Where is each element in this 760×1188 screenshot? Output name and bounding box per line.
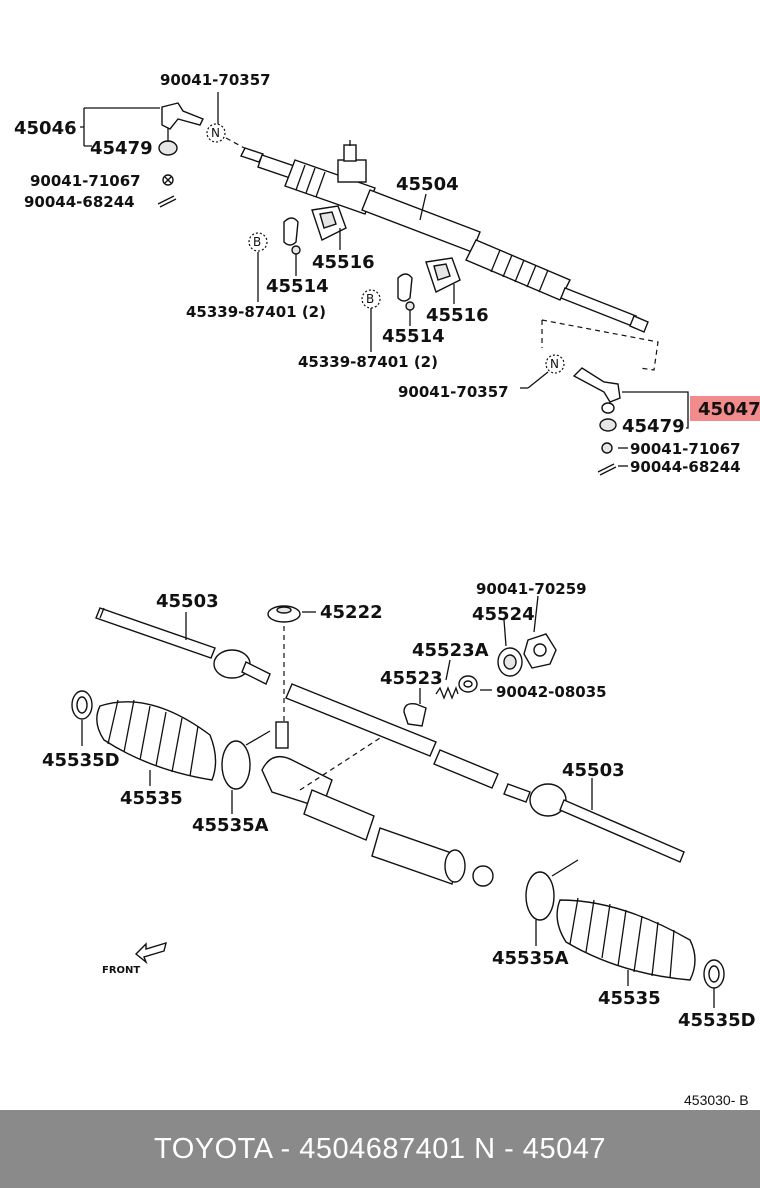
boot-right[interactable] [556, 897, 696, 981]
footer-part-info: TOYOTA - 4504687401 N - 45047 [154, 1132, 606, 1165]
label-45339-b: 45339-87401 (2) [298, 353, 438, 371]
tie-rod-left[interactable] [95, 607, 271, 685]
label-90041-70357-b: 90041-70357 [398, 383, 509, 401]
label-45514-a[interactable]: 45514 [266, 276, 329, 297]
front-label: FRONT [102, 965, 140, 976]
label-45516-a[interactable]: 45516 [312, 252, 375, 273]
cotter-pin-left [157, 195, 177, 208]
label-90041-71067-b: 90041-71067 [630, 440, 741, 458]
tag-n-text-a: N [211, 126, 220, 140]
label-90041-70357-a: 90041-70357 [160, 71, 271, 89]
highlight-45047 [690, 396, 760, 421]
label-90041-71067-a: 90041-71067 [30, 172, 141, 190]
diagram-code: 453030- B [684, 1092, 749, 1108]
washer-90042-08035[interactable] [458, 675, 478, 693]
cotter-pin-right [597, 463, 617, 476]
label-45523[interactable]: 45523 [380, 668, 443, 689]
label-45514-b[interactable]: 45514 [382, 326, 445, 347]
label-45524[interactable]: 45524 [472, 604, 535, 625]
bushing-b[interactable] [397, 273, 415, 311]
label-45479-a[interactable]: 45479 [90, 138, 153, 159]
tag-n-text-b: N [550, 357, 559, 371]
tie-rod-end-left[interactable] [158, 102, 204, 156]
label-90041-70259: 90041-70259 [476, 580, 587, 598]
label-45535d-b[interactable]: 45535D [678, 1010, 756, 1031]
label-45523a[interactable]: 45523A [412, 640, 489, 661]
label-45535-b[interactable]: 45535 [598, 988, 661, 1009]
boot-clamp-left-45535a[interactable] [221, 730, 271, 790]
label-45479-b[interactable]: 45479 [622, 416, 685, 437]
parts-diagram: N B [14, 71, 760, 1108]
label-45535a-b[interactable]: 45535A [492, 948, 569, 969]
castle-nut-left [162, 174, 174, 186]
rack-guide-screw-45524[interactable] [497, 647, 523, 677]
label-45339-a: 45339-87401 (2) [186, 303, 326, 321]
bushing-45222[interactable] [267, 605, 301, 623]
tag-b-upper-a [248, 232, 268, 252]
label-45504[interactable]: 45504 [396, 174, 459, 195]
steering-rack-housing[interactable] [240, 140, 649, 333]
front-arrow-icon [134, 941, 167, 965]
tie-rod-right[interactable] [503, 783, 685, 863]
boot-clip-right-45535d[interactable] [703, 959, 725, 989]
rack-guide-45523[interactable] [403, 702, 427, 727]
tag-n-upper-right [545, 354, 565, 374]
boot-clip-left-45535d[interactable] [71, 690, 93, 720]
locknut-90041-70259[interactable] [523, 633, 557, 669]
tag-b-text-a: B [253, 235, 261, 249]
footer-bar: TOYOTA - 4504687401 N - 45047 [0, 1110, 760, 1188]
label-45535d-a[interactable]: 45535D [42, 750, 120, 771]
label-90042-08035: 90042-08035 [496, 683, 607, 701]
tag-b-text-b: B [366, 292, 374, 306]
label-90044-68244-b: 90044-68244 [630, 458, 741, 476]
mount-bracket-a[interactable] [311, 205, 347, 241]
label-45503-a[interactable]: 45503 [156, 591, 219, 612]
label-45047[interactable]: 45047 [698, 399, 760, 420]
spring-45523a[interactable] [435, 686, 459, 700]
boot-clamp-right-45535a[interactable] [525, 859, 579, 921]
tag-n-upper-left [206, 123, 226, 143]
bushing-a[interactable] [283, 217, 301, 255]
label-45535a-a[interactable]: 45535A [192, 815, 269, 836]
tag-b-upper-b [361, 289, 381, 309]
boot-left[interactable] [96, 699, 217, 781]
label-45046[interactable]: 45046 [14, 118, 77, 139]
castle-nut-right [601, 442, 613, 454]
label-90044-68244-a: 90044-68244 [24, 193, 135, 211]
label-45535-a[interactable]: 45535 [120, 788, 183, 809]
mount-bracket-b[interactable] [425, 257, 461, 293]
rack-bar[interactable] [285, 683, 499, 789]
pinion-housing[interactable] [261, 721, 494, 887]
label-45503-b[interactable]: 45503 [562, 760, 625, 781]
tie-rod-end-right[interactable] [572, 367, 621, 432]
label-45222[interactable]: 45222 [320, 602, 383, 623]
label-45516-b[interactable]: 45516 [426, 305, 489, 326]
